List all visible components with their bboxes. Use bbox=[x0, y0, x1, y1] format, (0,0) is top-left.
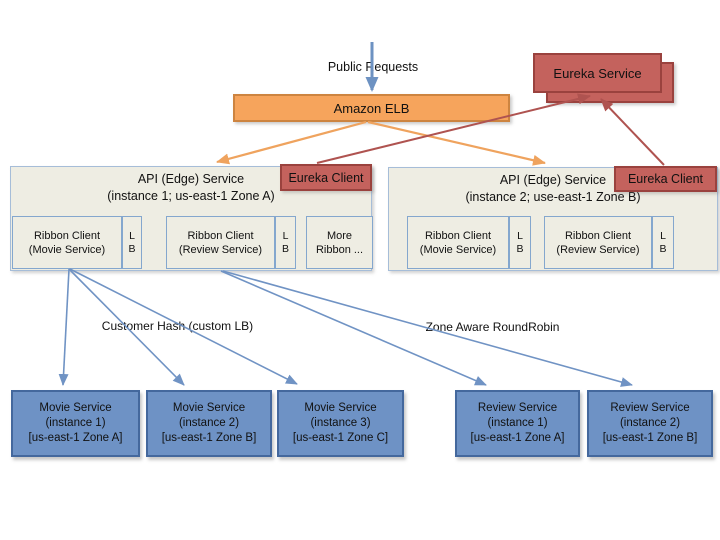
service-instance: (instance 1) bbox=[487, 417, 548, 429]
arrow-elb-to-api2 bbox=[367, 120, 546, 166]
service-name: Movie Service bbox=[304, 402, 377, 414]
service-zone: [us-east-1 Zone B] bbox=[602, 432, 698, 444]
ribbon-client-review-2-label: Ribbon Client (Review Service) bbox=[556, 229, 640, 256]
ribbon-client-movie-2: Ribbon Client (Movie Service) bbox=[407, 216, 509, 269]
more-ribbon-box: More Ribbon ... bbox=[306, 216, 373, 269]
lb-letter-l: L bbox=[282, 229, 289, 242]
lb-box-movie-2: L B bbox=[509, 216, 531, 269]
service-instance: (instance 1) bbox=[45, 417, 106, 429]
api-edge-service-1-title: API (Edge) Service (instance 1; us-east-… bbox=[11, 171, 371, 205]
eureka-client-chip-2-label: Eureka Client bbox=[627, 172, 704, 186]
movie-service-instance-2: Movie Service (instance 2) [us-east-1 Zo… bbox=[146, 390, 272, 457]
service-instance: (instance 2) bbox=[619, 417, 681, 429]
review-service-instance-1: Review Service (instance 1) [us-east-1 Z… bbox=[455, 390, 580, 457]
ribbon-client-movie-1-label: Ribbon Client (Movie Service) bbox=[28, 229, 106, 256]
eureka-client-chip-1: Eureka Client bbox=[280, 164, 372, 191]
api-edge-service-1-title-line: API (Edge) Service bbox=[137, 172, 245, 186]
arrow-eurekaclient2-to-eureka bbox=[600, 98, 665, 166]
lb-box-review-2: L B bbox=[652, 216, 674, 269]
amazon-elb-label: Amazon ELB bbox=[333, 100, 410, 116]
ribbon-client-movie-1: Ribbon Client (Movie Service) bbox=[12, 216, 122, 269]
movie-service-instance-3: Movie Service (instance 3) [us-east-1 Zo… bbox=[277, 390, 404, 457]
service-name: Review Service bbox=[610, 402, 690, 414]
ribbon-client-review-2: Ribbon Client (Review Service) bbox=[544, 216, 652, 269]
ribbon-client-movie-2-label: Ribbon Client (Movie Service) bbox=[419, 229, 497, 256]
lb-box-movie-1: L B bbox=[122, 216, 142, 269]
api-edge-service-1-panel: API (Edge) Service (instance 1; us-east-… bbox=[10, 164, 373, 271]
api-edge-service-2-panel: API (Edge) Service (instance 2; use-east… bbox=[388, 166, 718, 271]
lb-letter-l: L bbox=[517, 229, 523, 242]
api-edge-service-2-title: API (Edge) Service (instance 2; use-east… bbox=[389, 172, 717, 206]
eureka-service-label: Eureka Service bbox=[553, 65, 642, 81]
service-zone: [us-east-1 Zone A] bbox=[28, 432, 123, 444]
api-edge-service-1-subtitle: (instance 1; us-east-1 Zone A) bbox=[107, 189, 275, 203]
service-instance: (instance 2) bbox=[178, 417, 240, 429]
api-edge-service-2-subtitle: (instance 2; use-east-1 Zone B) bbox=[465, 190, 641, 204]
service-zone: [us-east-1 Zone C] bbox=[292, 432, 389, 444]
eureka-client-chip-1-label: Eureka Client bbox=[288, 170, 364, 185]
arrow-ribbon-movie-to-instance1 bbox=[58, 268, 70, 386]
more-ribbon-label: More Ribbon ... bbox=[315, 229, 364, 256]
ribbon-client-review-1-label: Ribbon Client (Review Service) bbox=[178, 229, 263, 256]
customer-hash-label: Customer Hash (custom LB) bbox=[101, 319, 254, 333]
api-edge-service-2-title-line: API (Edge) Service bbox=[499, 173, 607, 187]
lb-letter-b: B bbox=[516, 242, 524, 255]
review-service-instance-2: Review Service (instance 2) [us-east-1 Z… bbox=[587, 390, 713, 457]
lb-letter-b: B bbox=[659, 242, 667, 255]
ribbon-client-review-1: Ribbon Client (Review Service) bbox=[166, 216, 275, 269]
lb-letter-l: L bbox=[129, 229, 135, 242]
service-name: Movie Service bbox=[172, 402, 246, 414]
service-name: Movie Service bbox=[39, 402, 112, 414]
public-requests-label: Public Requests bbox=[327, 60, 419, 74]
lb-letter-b: B bbox=[281, 242, 289, 255]
amazon-elb-node: Amazon ELB bbox=[233, 94, 510, 122]
lb-letter-l: L bbox=[660, 229, 666, 242]
service-zone: [us-east-1 Zone A] bbox=[470, 432, 565, 444]
eureka-client-chip-2: Eureka Client bbox=[614, 166, 717, 192]
service-zone: [us-east-1 Zone B] bbox=[161, 432, 257, 444]
zone-aware-roundrobin-label: Zone Aware RoundRobin bbox=[425, 320, 560, 334]
lb-letter-b: B bbox=[128, 242, 136, 255]
service-instance: (instance 3) bbox=[310, 417, 371, 429]
arrow-elb-to-api1 bbox=[216, 120, 367, 165]
eureka-service-node: Eureka Service bbox=[533, 53, 662, 93]
lb-box-review-1: L B bbox=[275, 216, 296, 269]
movie-service-instance-1: Movie Service (instance 1) [us-east-1 Zo… bbox=[11, 390, 140, 457]
service-name: Review Service bbox=[477, 402, 558, 414]
